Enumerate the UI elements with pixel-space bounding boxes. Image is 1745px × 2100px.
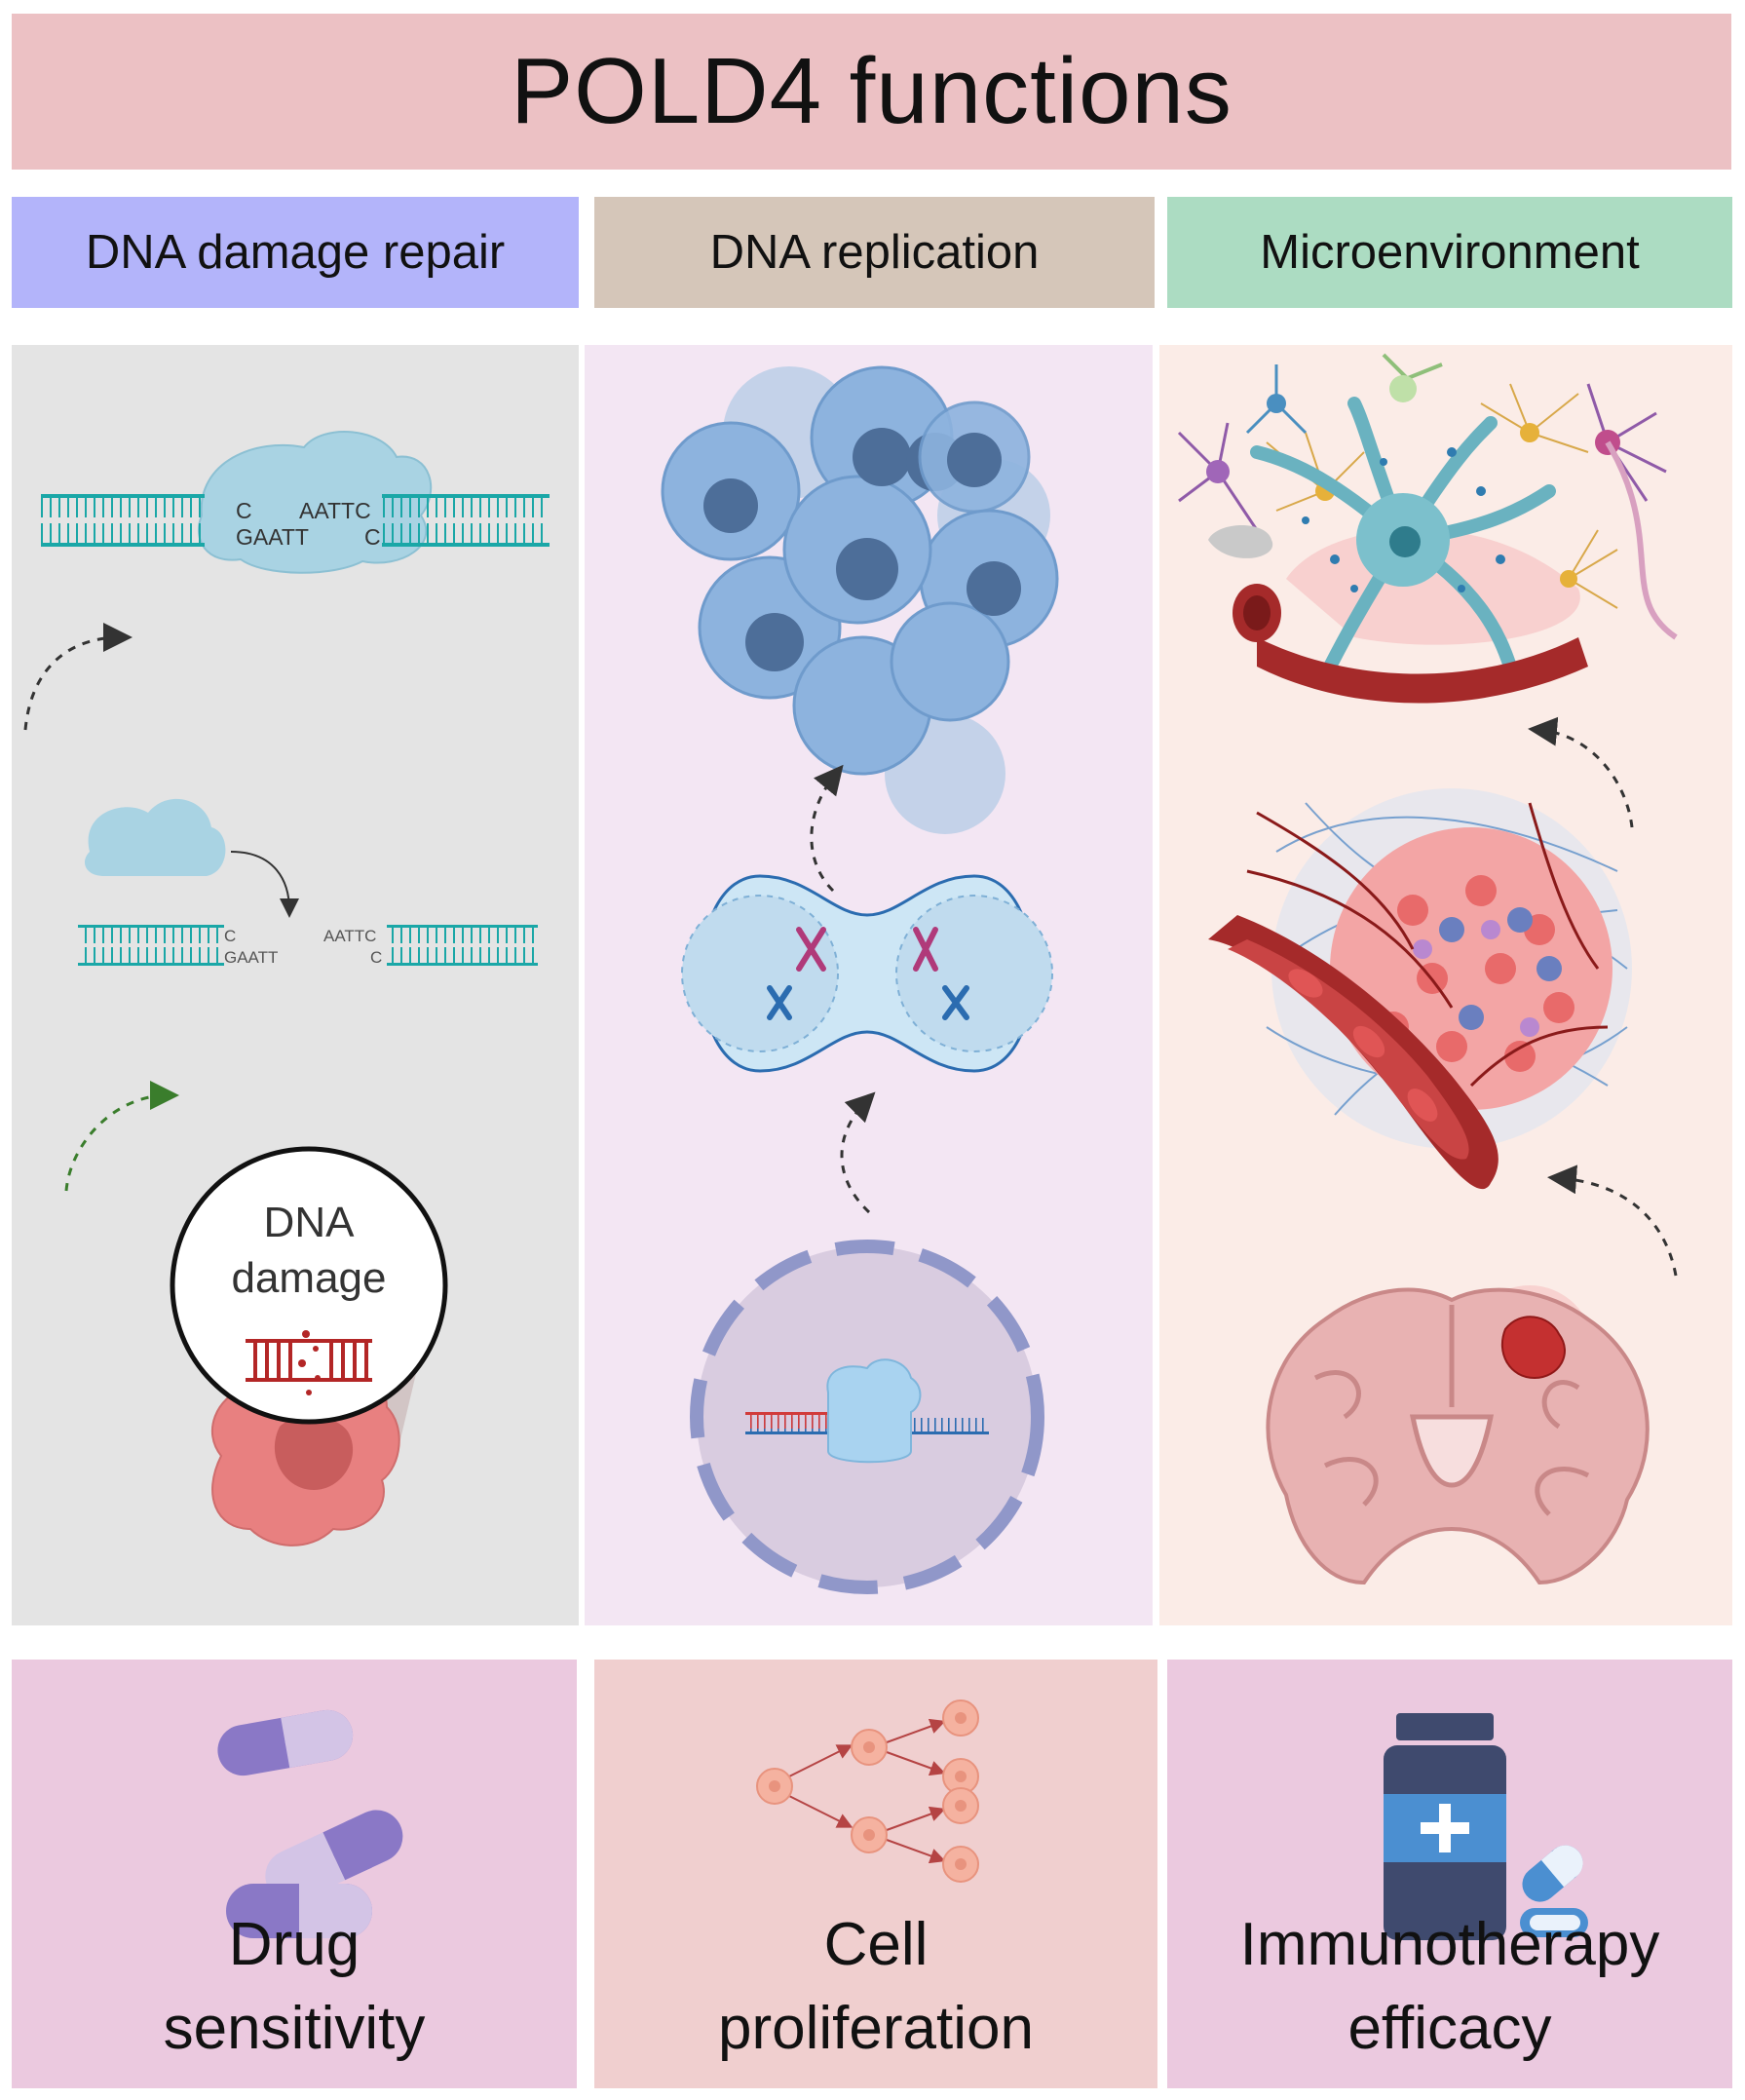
outcome-line: sensitivity	[163, 1995, 426, 2062]
brain-tumor-icon	[1266, 1285, 1650, 1585]
strand-seq: C	[370, 948, 382, 967]
strand-seq: C	[224, 927, 236, 945]
outcome-drug-sensitivity: Drug sensitivity	[12, 1660, 577, 2088]
dashed-arrow-icon	[810, 764, 844, 893]
dashed-arrow-icon	[1528, 716, 1634, 828]
dna-damage-cell-icon	[170, 1146, 448, 1546]
outcome-label: Immunotherapy efficacy	[1167, 1903, 1732, 2071]
replication-nucleus-icon	[690, 1240, 1044, 1594]
dashed-arrow-icon	[1547, 1165, 1678, 1277]
header-dna-replication: DNA replication	[594, 197, 1155, 308]
panel-dna-damage-repair: C AATTC GAATT C C GAATT AATTC C	[12, 345, 579, 1625]
header-dna-damage-repair: DNA damage repair	[12, 197, 579, 308]
panel-microenvironment	[1159, 345, 1732, 1625]
dashed-arrow-icon	[23, 623, 133, 731]
header-label: DNA replication	[709, 226, 1040, 279]
polymerase-dna-complex-icon	[41, 431, 550, 574]
dashed-arrow-icon	[840, 1091, 876, 1214]
damaged-dna-icon	[246, 1330, 372, 1395]
outcome-line: Cell	[823, 1911, 929, 1978]
medicine-bottle-icon	[1384, 1713, 1588, 1940]
strand-seq: C	[364, 524, 381, 550]
outcome-line: proliferation	[718, 1995, 1034, 2062]
outcome-line: Drug	[228, 1911, 360, 1978]
outcome-line: efficacy	[1347, 1995, 1552, 2062]
header-label: Microenvironment	[1260, 226, 1640, 279]
title-banner: POLD4 functions	[12, 14, 1731, 170]
outcome-label: Cell proliferation	[594, 1903, 1157, 2071]
tumor-vasculature-icon	[1208, 788, 1632, 1190]
pill-capsules-icon	[217, 1709, 403, 1938]
tumor-cell-cluster-icon	[661, 365, 1059, 834]
header-microenvironment: Microenvironment	[1167, 197, 1732, 308]
header-label: DNA damage repair	[85, 226, 506, 279]
strand-seq: AATTC	[323, 927, 376, 945]
strand-seq: GAATT	[236, 524, 309, 550]
dividing-cell-icon	[681, 874, 1053, 1073]
neural-niche-icon	[1177, 353, 1678, 704]
polymerase-cloud-icon	[85, 798, 299, 918]
cell-division-tree-icon	[756, 1699, 979, 1883]
broken-dna-icon	[78, 925, 538, 966]
strand-seq: AATTC	[299, 498, 371, 523]
strand-seq: C	[236, 498, 252, 523]
panel-dna-replication	[585, 345, 1153, 1625]
dashed-arrow-icon	[64, 1081, 179, 1192]
outcome-cell-proliferation: Cell proliferation	[594, 1660, 1157, 2088]
circle-text: DNA	[264, 1199, 356, 1246]
strand-seq: GAATT	[224, 948, 278, 967]
page-title: POLD4 functions	[511, 39, 1233, 143]
outcome-line: Immunotherapy	[1239, 1911, 1660, 1978]
outcome-immunotherapy-efficacy: Immunotherapy efficacy	[1167, 1660, 1732, 2088]
outcome-label: Drug sensitivity	[12, 1903, 577, 2071]
circle-text: damage	[231, 1254, 386, 1302]
